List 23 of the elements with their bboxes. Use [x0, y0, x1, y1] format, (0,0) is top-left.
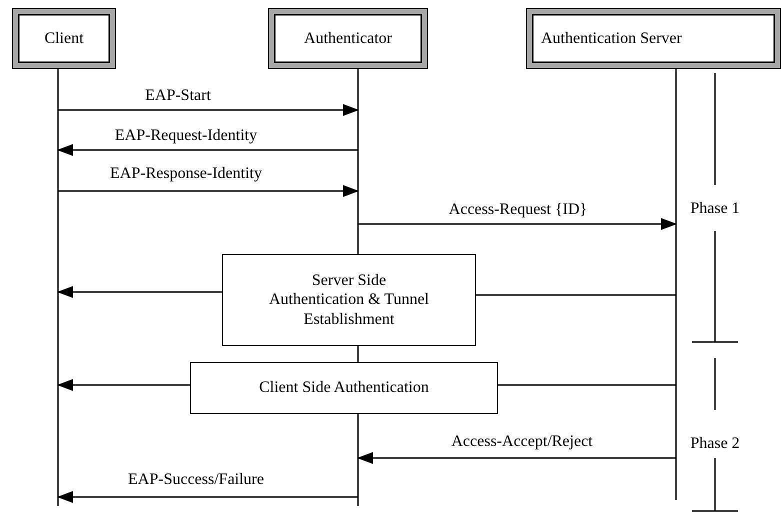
arrow — [57, 286, 222, 298]
node-label: Client Side Authentication — [259, 378, 429, 398]
arrow — [358, 218, 677, 230]
connector-line — [476, 294, 676, 296]
arrow — [58, 104, 359, 116]
arrow — [57, 379, 190, 391]
arrow — [58, 185, 359, 197]
process-box — [222, 254, 476, 346]
edge-label: EAP-Request-Identity — [114, 128, 258, 144]
node-label: Authenticator — [304, 30, 392, 48]
node-label: Authentication Server — [541, 30, 682, 48]
arrow — [357, 452, 676, 464]
edge-label: EAP-Start — [145, 88, 211, 104]
node-label: Client — [44, 30, 84, 48]
arrow — [57, 491, 358, 503]
arrow — [57, 144, 358, 156]
edge-label: Access-Request {ID} — [448, 202, 588, 218]
edge-label: EAP-Response-Identity — [110, 166, 262, 182]
edge-label: Access-Accept/Reject — [451, 434, 593, 450]
process-box — [190, 362, 498, 414]
node-label: Server Side Authentication & Tunnel Establishment — [268, 271, 430, 329]
connector-line — [498, 384, 676, 386]
edge-label: EAP-Success/Failure — [128, 472, 264, 488]
